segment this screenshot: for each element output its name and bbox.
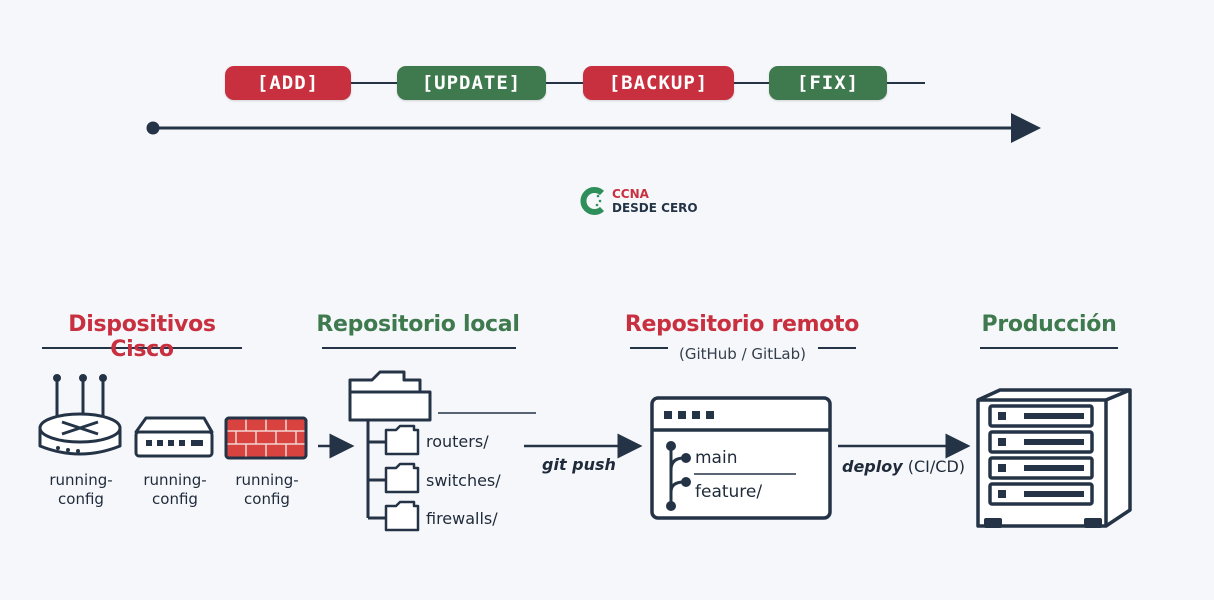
heading-local-repo: Repositorio local bbox=[316, 312, 520, 337]
logo-line1: CCNA bbox=[612, 187, 649, 201]
deploy-label: deploy (CI/CD) bbox=[842, 457, 965, 476]
git-push-text: git push bbox=[542, 455, 616, 474]
router-icon bbox=[38, 374, 122, 456]
branch-main-label: main bbox=[695, 448, 738, 468]
heading-production: Producción bbox=[981, 312, 1117, 337]
firewall-icon bbox=[224, 416, 308, 460]
folder-routers-label: routers/ bbox=[426, 432, 489, 451]
ccna-c-icon bbox=[580, 187, 605, 215]
remote-repo-subtitle: (GitHub / GitLab) bbox=[678, 345, 807, 363]
remote-repo-window-icon bbox=[650, 396, 832, 520]
heading-devices: Dispositivos Cisco bbox=[68, 312, 216, 362]
router-label: running- config bbox=[49, 471, 113, 508]
tag-update: [UPDATE] bbox=[397, 66, 546, 100]
folder-switches-label: switches/ bbox=[426, 471, 501, 490]
folder-routers-icon bbox=[384, 424, 420, 456]
folder-tree bbox=[366, 420, 386, 520]
deploy-text: deploy bbox=[842, 457, 903, 476]
tag-fix: [FIX] bbox=[769, 66, 887, 100]
ccna-logo: CCNA DESDE CERO bbox=[578, 186, 698, 216]
branch-feature-label: feature/ bbox=[695, 482, 763, 502]
folder-firewalls-label: firewalls/ bbox=[426, 509, 498, 528]
switch-label: running- config bbox=[143, 471, 207, 508]
tag-add: [ADD] bbox=[225, 66, 351, 100]
git-push-label: git push bbox=[542, 455, 616, 474]
repo-folder-icon bbox=[348, 370, 432, 422]
logo-line2: DESDE CERO bbox=[612, 201, 698, 215]
heading-remote-repo: Repositorio remoto bbox=[624, 312, 860, 337]
deploy-rest: (CI/CD) bbox=[902, 457, 966, 476]
folder-firewalls-icon bbox=[384, 500, 420, 532]
tag-backup: [BACKUP] bbox=[583, 66, 734, 100]
server-rack-icon bbox=[976, 388, 1132, 528]
folder-switches-icon bbox=[384, 462, 420, 494]
firewall-label: running- config bbox=[235, 471, 299, 508]
switch-icon bbox=[134, 416, 214, 458]
timeline-arrow bbox=[146, 113, 1041, 143]
git-branch-icon bbox=[666, 441, 691, 511]
